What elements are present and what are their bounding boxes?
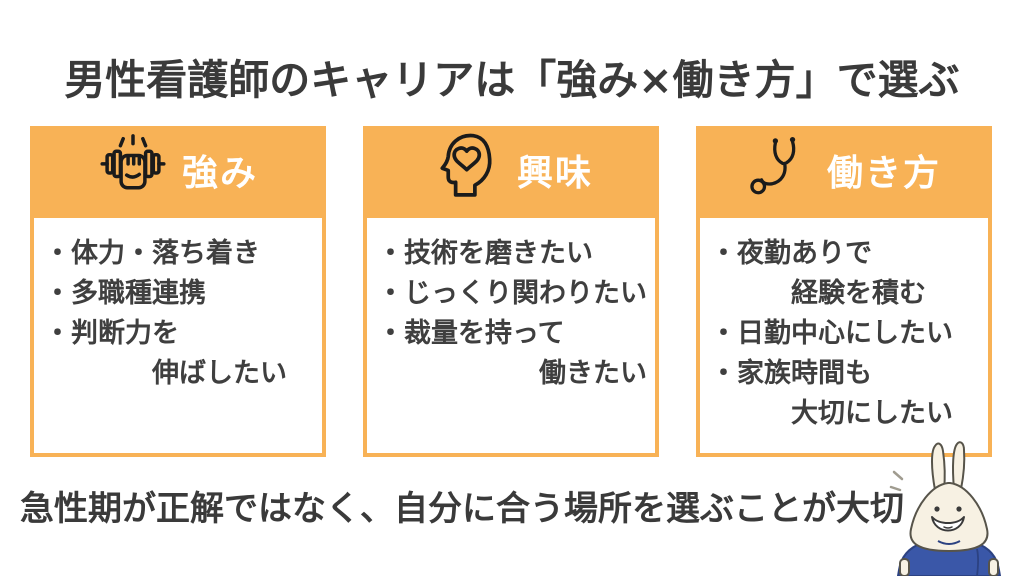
list-item-continuation: 大切にしたい [710,398,953,429]
rabbit-mascot [888,436,1012,576]
column-strengths-label: 強み [181,153,258,194]
column-workstyle: 働き方 ・夜勤ありで 経験を積む ・日勤中心にしたい ・家族時間も 大切にしたい [696,126,992,457]
list-item: ・夜勤ありで [710,238,872,269]
page-title: 男性看護師のキャリアは「強み×働き方」で選ぶ [64,56,960,104]
list-item-continuation: 経験を積む [710,278,926,309]
rabbit-head [909,482,989,553]
column-strengths-body: ・体力・落ち着き ・多職種連携 ・判断力を 伸ばしたい [30,214,326,457]
column-strengths-header: 強み [30,126,326,214]
footer-message: 急性期が正解ではなく、自分に合う場所を選ぶことが大切 [20,489,904,529]
column-strengths: 強み ・体力・落ち着き ・多職種連携 ・判断力を 伸ばしたい [30,126,326,457]
rabbit-ears [931,441,966,491]
list-item: ・判断力を [44,318,179,349]
list-item: ・体力・落ち着き [44,238,260,269]
columns-row: 強み ・体力・落ち着き ・多職種連携 ・判断力を 伸ばしたい [30,126,992,457]
rabbit-arms [899,558,999,576]
list-item: ・じっくり関わりたい [377,278,647,309]
list-item: ・裁量を持って [377,318,565,349]
rabbit-face [931,506,965,532]
list-item: ・家族時間も [710,358,872,389]
dumbbell-fist-icon [98,131,168,210]
column-interests-label: 興味 [516,153,593,194]
column-interests-body: ・技術を磨きたい ・じっくり関わりたい ・裁量を持って 働きたい [363,214,659,457]
stethoscope-icon [747,133,813,208]
list-item-continuation: 働きたい [377,358,647,389]
column-workstyle-body: ・夜勤ありで 経験を積む ・日勤中心にしたい ・家族時間も 大切にしたい [696,214,992,457]
list-item: ・多職種連携 [44,278,206,309]
list-item: ・日勤中心にしたい [710,318,953,349]
shirt-collar [937,540,961,545]
column-workstyle-label: 働き方 [826,153,941,194]
head-heart-icon [429,129,503,212]
sparkle-lines [889,470,904,492]
column-workstyle-header: 働き方 [696,126,992,214]
column-interests: 興味 ・技術を磨きたい ・じっくり関わりたい ・裁量を持って 働きたい [363,126,659,457]
list-item: ・技術を磨きたい [377,238,593,269]
list-item-continuation: 伸ばしたい [44,358,287,389]
column-interests-header: 興味 [363,126,659,214]
